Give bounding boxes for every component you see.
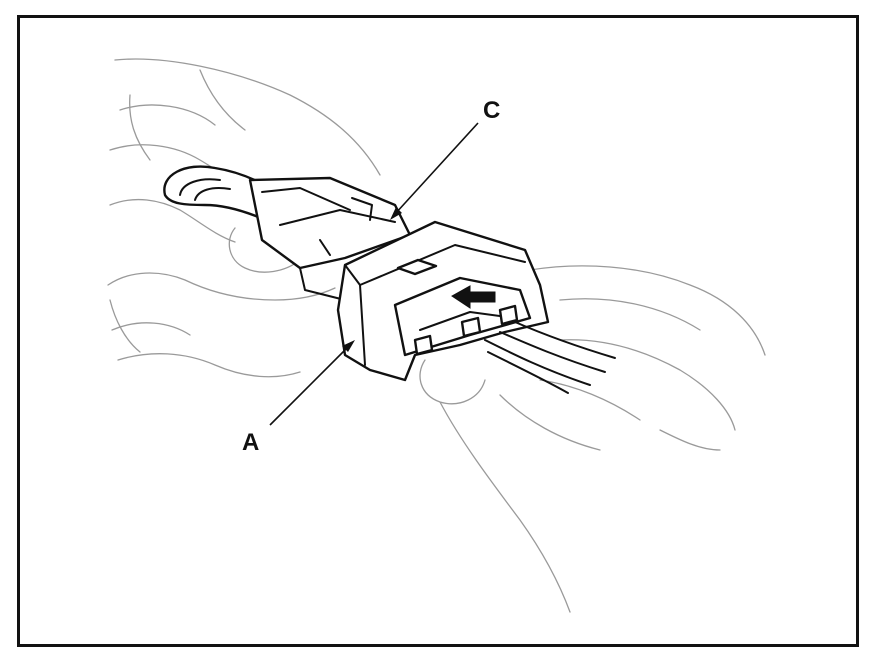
callout-c-arrowhead [390, 207, 402, 220]
connector-c-body [163, 165, 412, 301]
callout-a: A [242, 340, 355, 456]
callout-c-leader [394, 122, 479, 215]
connector-a-body [336, 220, 550, 382]
left-hand-outline [107, 58, 381, 378]
right-hand-outline [419, 265, 766, 613]
callout-a-leader [269, 344, 351, 426]
callout-a-label: A [242, 429, 259, 456]
callout-a-arrowhead [342, 340, 355, 352]
callout-c-label: C [483, 97, 500, 124]
push-direction-arrow-icon [451, 285, 496, 309]
wire-harness [484, 321, 616, 394]
callout-c: C [390, 97, 500, 220]
